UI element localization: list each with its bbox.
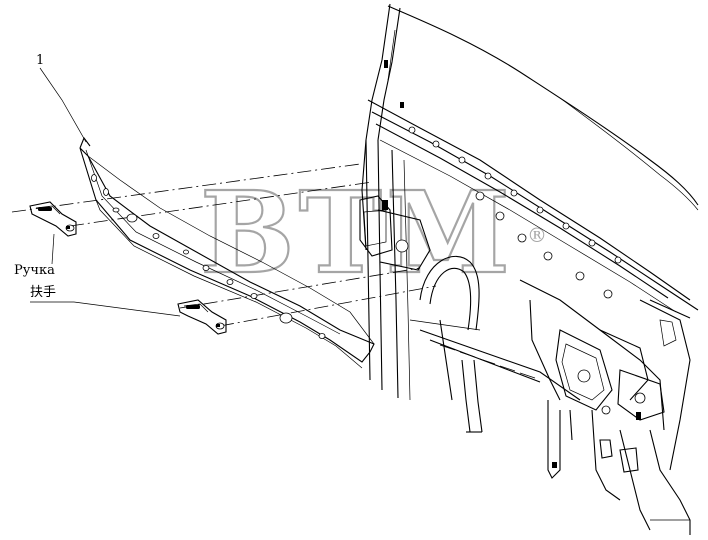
leader-line-part-1 [39, 67, 87, 143]
handle-label-ru: Ручка [14, 263, 55, 278]
handle-label-cn: 扶手 [30, 285, 56, 300]
cab-front-frame [359, 3, 699, 535]
handle-lower [177, 299, 227, 335]
alignment-lines [11, 163, 437, 327]
watermark-text: BTM [200, 168, 514, 299]
leader-line-handle-upper [51, 233, 55, 265]
callouts: 1 Ручка 扶手 [14, 53, 181, 317]
trim-panel-part-1 [79, 136, 375, 369]
leader-line-handle-lower [73, 301, 181, 317]
callout-number-1: 1 [36, 53, 44, 68]
handle-upper [29, 201, 77, 237]
panel-holes [91, 174, 326, 339]
cowl-holes [408, 126, 622, 299]
watermark: BTM ® [199, 167, 547, 300]
